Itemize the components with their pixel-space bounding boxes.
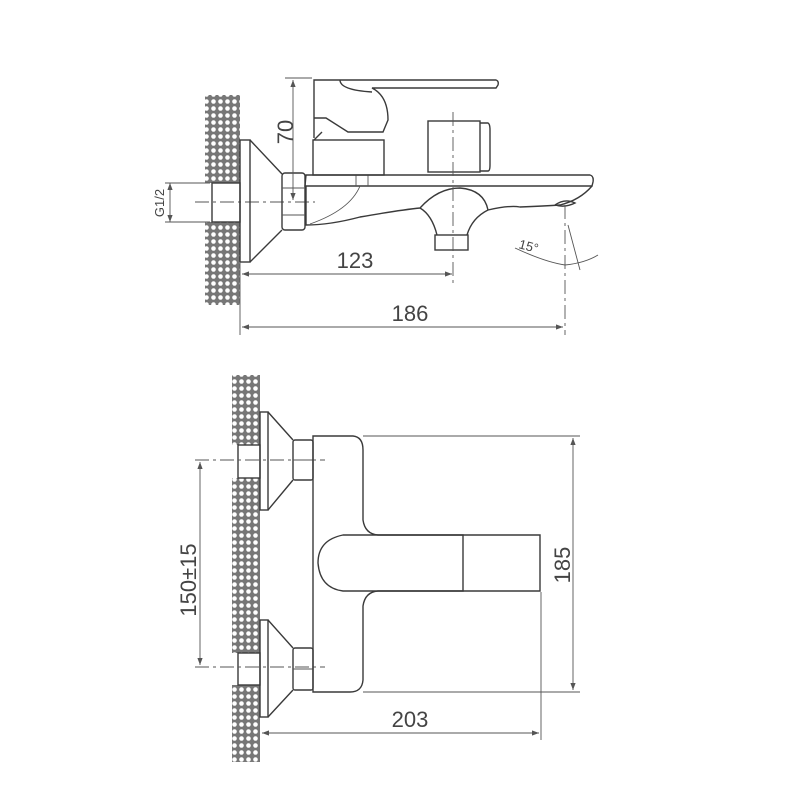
dim-body-height: 185 <box>550 547 575 584</box>
wall-hatch <box>205 222 240 305</box>
dim-inlet-spacing: 150±15 <box>176 543 201 616</box>
lever-handle <box>317 534 464 592</box>
side-view: 70 G1/2 123 186 15° <box>152 77 599 335</box>
wall-hatch <box>205 95 240 183</box>
nut <box>281 172 306 231</box>
diverter-knob <box>427 120 481 173</box>
inlet-pipe <box>211 182 241 223</box>
dim-outlet-distance: 123 <box>337 248 374 273</box>
wall-hatch <box>232 375 260 445</box>
lever-handle <box>313 79 499 141</box>
escutcheon-upper <box>259 411 269 511</box>
top-view: 185 150±15 203 <box>176 375 580 762</box>
wall-hatch <box>232 478 260 653</box>
dim-height: 70 <box>273 120 298 144</box>
cartridge <box>312 139 385 176</box>
escutcheon-cone <box>249 139 283 263</box>
mixer-body <box>312 435 541 693</box>
dim-spout-angle: 15° <box>517 236 540 256</box>
dim-thread: G1/2 <box>152 189 167 217</box>
spout-body <box>304 174 594 187</box>
wall-hatch <box>232 685 260 762</box>
escutcheon <box>239 139 251 263</box>
dim-total-projection: 186 <box>392 301 429 326</box>
outlet <box>434 234 469 251</box>
escutcheon-lower <box>259 619 269 718</box>
dim-total-projection: 203 <box>392 707 429 732</box>
